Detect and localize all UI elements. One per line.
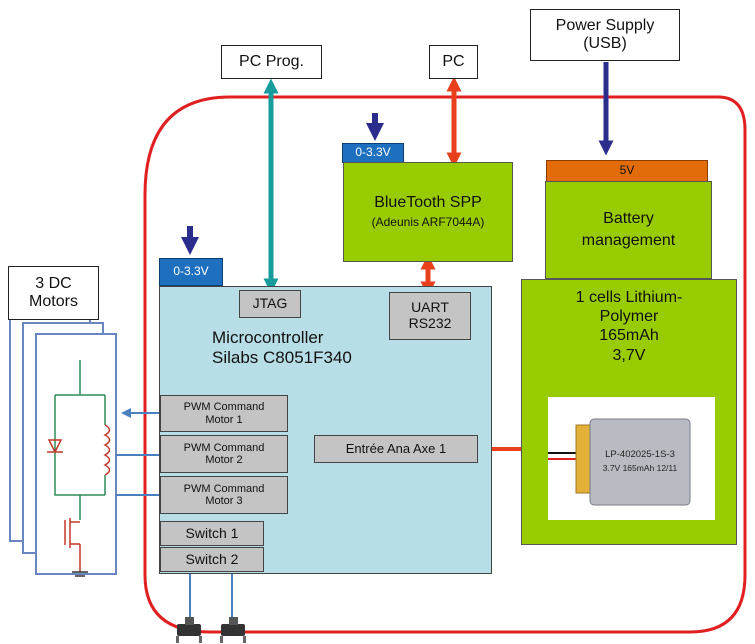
battery-management-line-2: management [581,232,676,249]
battery-photo: LP-402025-1S-3 3.7V 165mAh 12/11 [548,397,715,520]
battery-voltage-label: 5V [619,163,635,178]
battery-cell-line-3: 165mAh [599,327,659,345]
pwm-motor-3-port: PWM Command Motor 3 [160,476,288,514]
battery-label-line-2: 3.7V 165mAh 12/11 [603,463,678,473]
analog-input-label: Entrée Ana Axe 1 [345,440,447,456]
bt-voltage-badge: 0-3.3V [342,143,404,163]
uart-port: UART RS232 [389,292,471,340]
pwm-motor-2-line-1: PWM Command [183,441,265,454]
analog-input-port: Entrée Ana Axe 1 [314,435,478,463]
mcu-title-line-1: Microcontroller [212,328,324,347]
bluetooth-title: BlueTooth SPP [374,194,482,212]
pc-box: PC [429,45,478,79]
switch-1-port: Switch 1 [160,521,264,546]
bluetooth-module: BlueTooth SPP (Adeunis ARF7044A) [343,162,513,262]
battery-management-module: Battery management [545,181,712,279]
pwm-motor-1-port: PWM Command Motor 1 [160,395,288,432]
battery-cell-line-2: Polymer [599,308,659,326]
pushbutton-2-icon [220,617,246,643]
mcu-voltage-badge: 0-3.3V [159,258,223,286]
bluetooth-subtitle: (Adeunis ARF7044A) [371,215,485,230]
pwm-motor-3-line-1: PWM Command [183,482,265,495]
pwm-motor-3-line-2: Motor 3 [205,495,243,507]
mcu-voltage-label: 0-3.3V [173,264,209,279]
enclosure-outline [143,95,747,634]
pwm-motor-1-line-2: Motor 1 [205,413,243,426]
motor-schematic-cards [9,310,117,575]
pwm-motor-1-line-1: PWM Command [183,401,265,414]
battery-voltage-badge: 5V [546,160,708,182]
pwm-motor-2-port: PWM Command Motor 2 [160,435,288,473]
bt-voltage-label: 0-3.3V [355,145,391,160]
motors-title-box: 3 DC Motors [8,266,99,320]
pushbutton-1-icon [176,617,202,643]
jtag-port: JTAG [239,290,301,318]
power-supply-box: Power Supply (USB) [530,9,680,61]
switch-1-label: Switch 1 [185,524,239,541]
uart-label-line-2: RS232 [408,315,452,331]
motors-title-line-1: 3 DC [35,275,72,293]
battery-label-line-1: LP-402025-1S-3 [605,449,675,460]
pc-prog-box: PC Prog. [221,45,322,79]
battery-cell-line-1: 1 cells Lithium- [575,289,683,306]
motors-title-line-2: Motors [29,293,78,310]
mcu-title: Microcontroller Silabs C8051F340 [212,328,382,369]
uart-label-line-1: UART [411,299,449,316]
pc-label: PC [442,53,465,71]
switch-2-port: Switch 2 [160,547,264,572]
battery-management-line-1: Battery [603,210,654,228]
motor-driver-schematic [47,360,111,577]
power-supply-line-2: (USB) [583,35,627,52]
jtag-label: JTAG [252,295,288,312]
battery-cell-line-4: 3,7V [612,346,646,364]
power-supply-line-1: Power Supply [555,17,655,35]
switch-2-label: Switch 2 [185,550,239,567]
pwm-motor-2-line-2: Motor 2 [205,454,243,466]
pc-prog-label: PC Prog. [239,53,304,71]
mcu-part-number: Silabs C8051F340 [212,348,352,368]
